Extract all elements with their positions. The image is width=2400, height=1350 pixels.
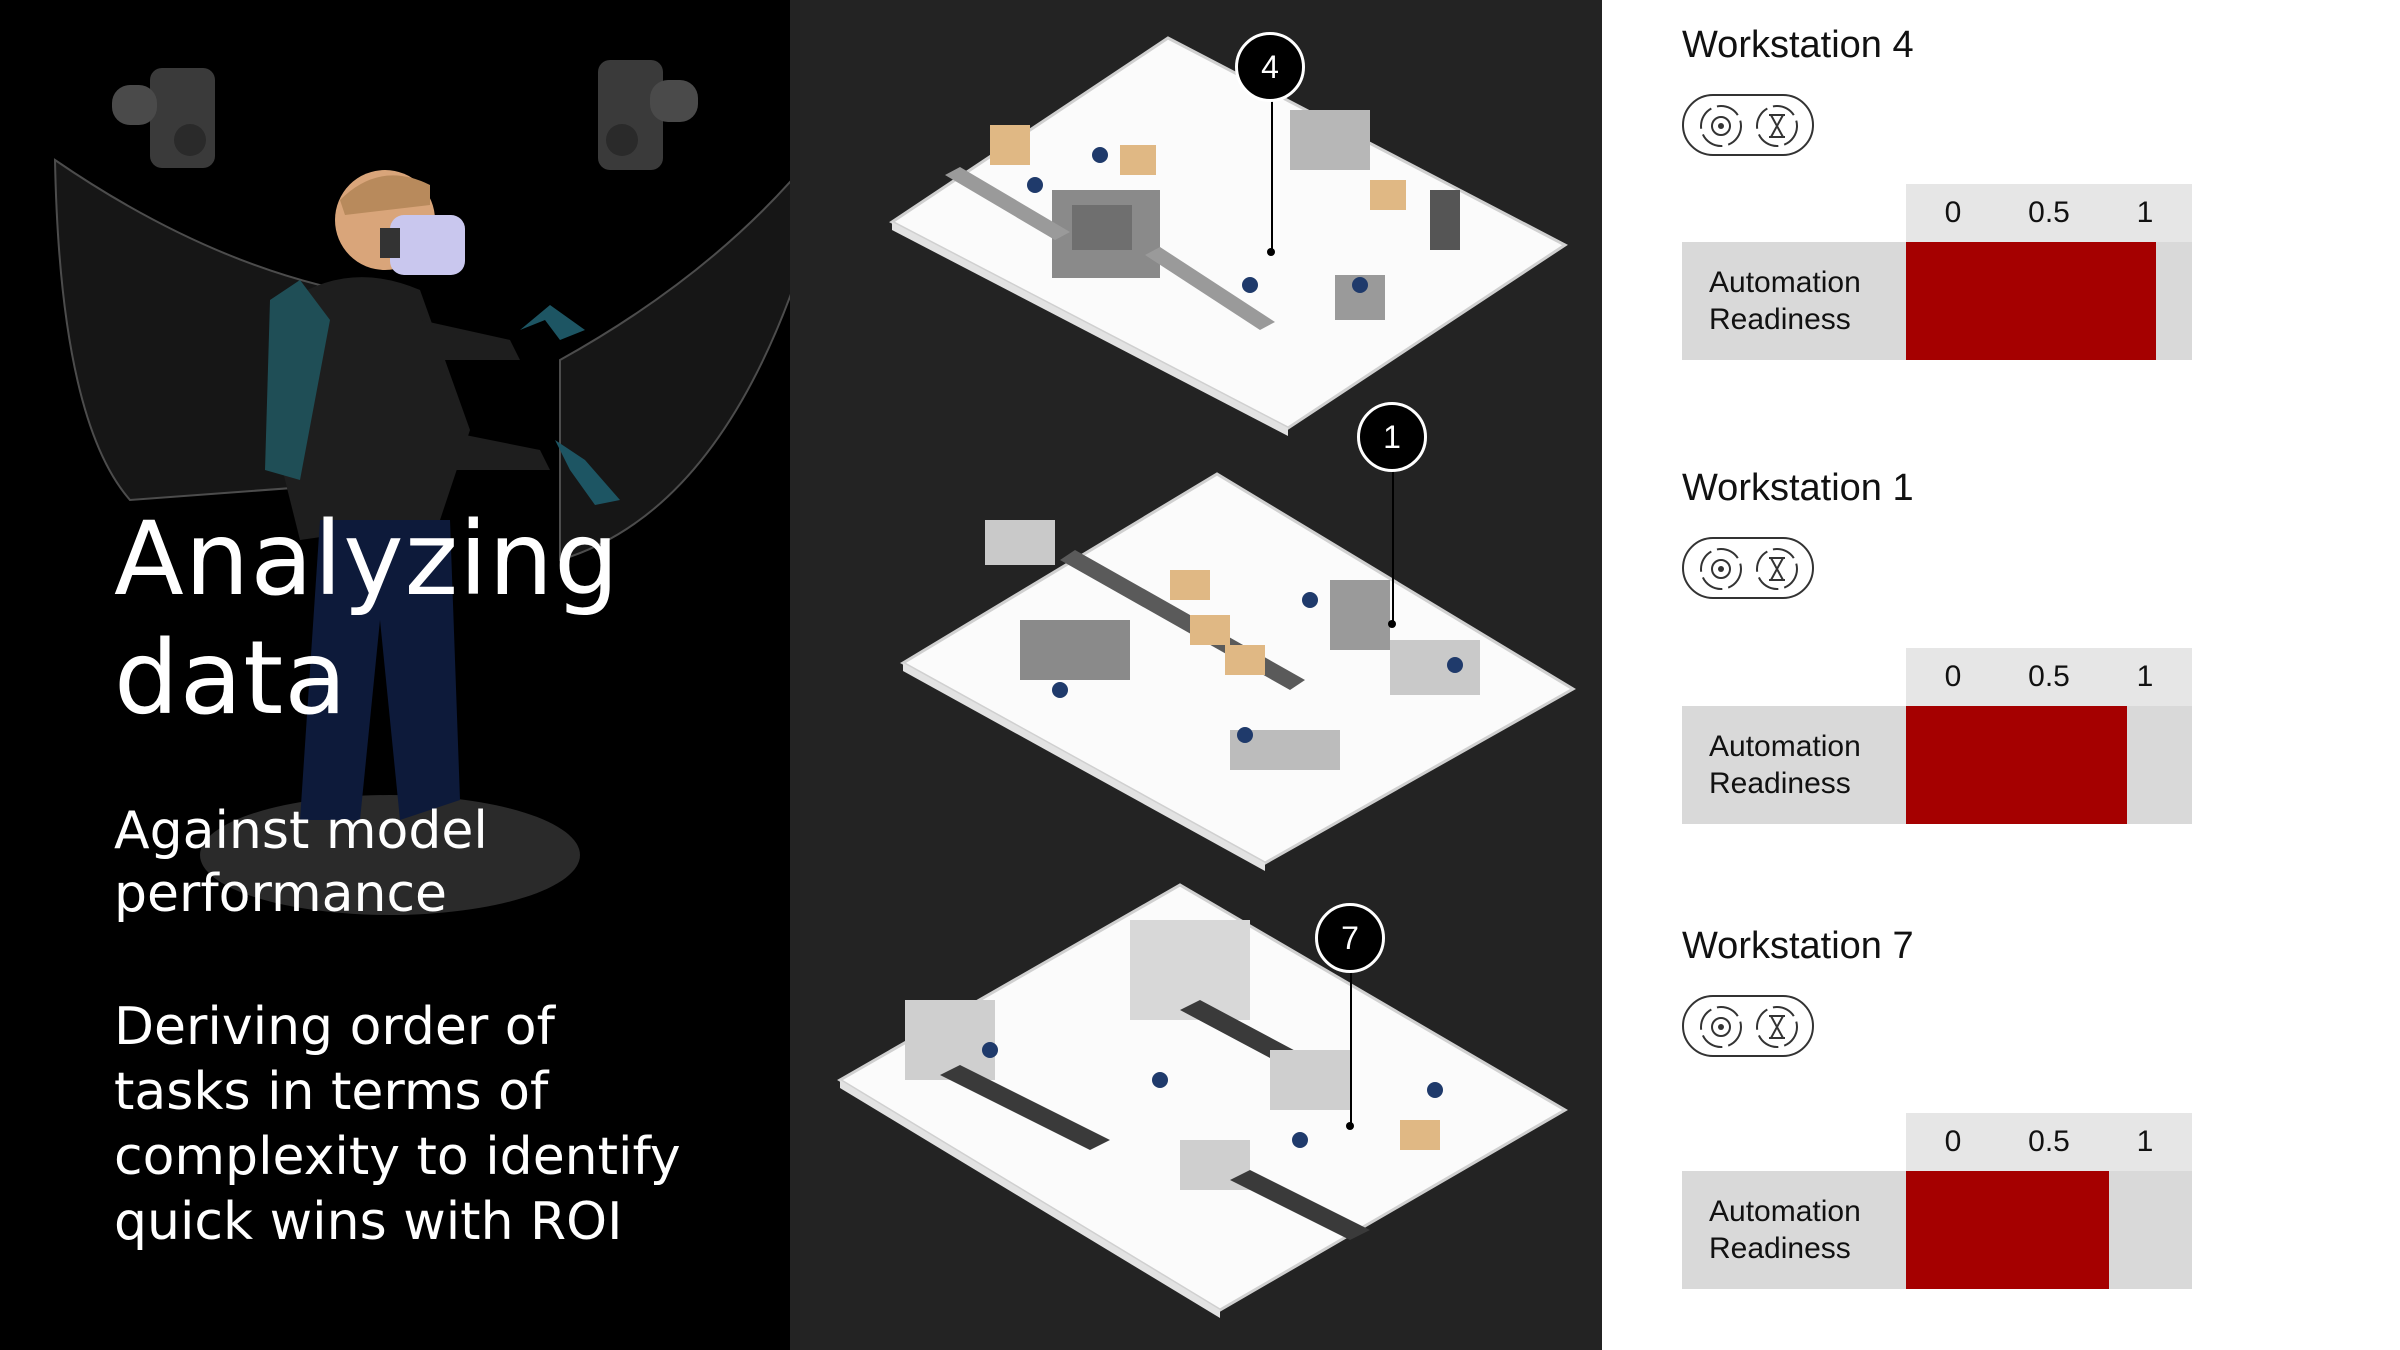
tick-label: 0 — [1944, 660, 1962, 693]
factory-floor-1-illustration — [899, 472, 1576, 871]
hourglass-cycle-icon — [1756, 105, 1798, 147]
speaker-left-icon — [112, 68, 215, 168]
workstation-title: Workstation 1 — [1682, 467, 1914, 509]
title-line-2: data — [114, 619, 348, 738]
tick-label: 0 — [1944, 196, 1962, 229]
floor-7-leader-dot — [1346, 1122, 1354, 1130]
factory-floors-panel: 4 1 7 — [790, 0, 1602, 1350]
subtitle-line-2: performance — [114, 864, 448, 924]
description-line-1: Deriving order of — [114, 997, 555, 1057]
floor-7-marker[interactable]: 7 — [1315, 903, 1385, 973]
description-line-4: quick wins with ROI — [114, 1192, 623, 1252]
workstation-title: Workstation 4 — [1682, 24, 1914, 66]
floor-7-leader-line — [1350, 970, 1352, 1125]
workstation-icons — [1682, 94, 1814, 156]
tick-label: 0 — [1944, 1125, 1962, 1158]
label-line-2: Readiness — [1709, 767, 1851, 800]
readiness-track — [1906, 242, 2192, 360]
tick-label: 0.5 — [2028, 196, 2070, 229]
factory-floor-7-illustration — [837, 883, 1568, 1318]
readiness-bar — [1906, 706, 2127, 824]
readiness-track — [1906, 706, 2192, 824]
speaker-right-icon — [598, 60, 698, 170]
workstation-title: Workstation 7 — [1682, 925, 1914, 967]
gear-cycle-icon — [1700, 105, 1742, 147]
readiness-bar — [1906, 242, 2156, 360]
workstation-icons — [1682, 995, 1814, 1057]
description-line-3: complexity to identify — [114, 1127, 681, 1187]
label-line-2: Readiness — [1709, 303, 1851, 336]
floor-4-marker[interactable]: 4 — [1235, 32, 1305, 102]
tick-label: 0.5 — [2028, 660, 2070, 693]
label-line-1: Automation — [1709, 1195, 1861, 1228]
label-line-1: Automation — [1709, 730, 1861, 763]
subtitle-line-1: Against model — [114, 801, 488, 861]
label-line-2: Readiness — [1709, 1232, 1851, 1265]
vr-user-illustration — [53, 60, 790, 915]
gear-cycle-icon — [1700, 1006, 1742, 1048]
floor-1-marker[interactable]: 1 — [1357, 402, 1427, 472]
factory-floor-4-illustration — [889, 36, 1568, 436]
tick-label: 1 — [2136, 196, 2154, 229]
tick-label: 1 — [2136, 660, 2154, 693]
hourglass-cycle-icon — [1756, 548, 1798, 590]
description-line-2: tasks in terms of — [114, 1062, 549, 1122]
label-line-1: Automation — [1709, 266, 1861, 299]
tick-label: 1 — [2136, 1125, 2154, 1158]
floor-1-leader-line — [1392, 470, 1394, 623]
workstation-icons — [1682, 537, 1814, 599]
gear-cycle-icon — [1700, 548, 1742, 590]
floor-4-leader-dot — [1267, 248, 1275, 256]
readiness-track — [1906, 1171, 2192, 1289]
hourglass-cycle-icon — [1756, 1006, 1798, 1048]
chart-scale: 0 0.5 1 — [1906, 184, 2192, 242]
floor-4-leader-line — [1271, 100, 1273, 250]
chart-scale: 0 0.5 1 — [1906, 648, 2192, 706]
title-line-1: Analyzing — [114, 500, 620, 619]
chart-scale: 0 0.5 1 — [1906, 1113, 2192, 1171]
floor-1-leader-dot — [1388, 620, 1396, 628]
tick-label: 0.5 — [2028, 1125, 2070, 1158]
readiness-bar — [1906, 1171, 2109, 1289]
